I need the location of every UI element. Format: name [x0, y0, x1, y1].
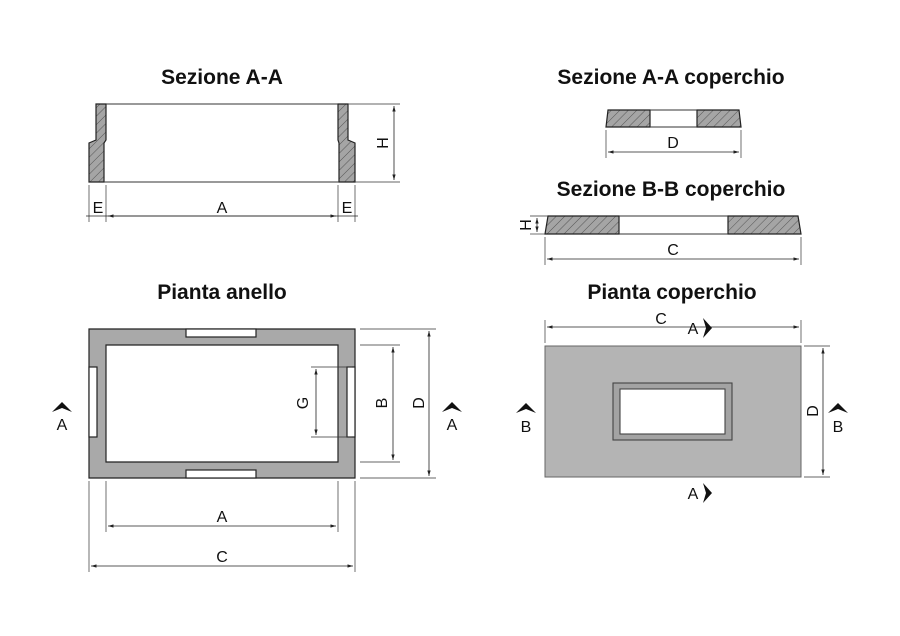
cover-bb-right-slab — [727, 215, 802, 235]
plan-cover-view: C D A A B B — [516, 311, 848, 503]
section-marker-a-bottom-label: A — [688, 486, 699, 503]
title-section-bb-cover: Sezione B-B coperchio — [557, 178, 786, 201]
section-marker-a-top-arrow — [703, 318, 712, 338]
dim-label-c-cover: C — [655, 311, 667, 328]
ring-notch-right — [346, 366, 356, 438]
section-aa-left-wall — [88, 103, 107, 183]
section-bb-cover-view: H C — [518, 215, 802, 265]
title-section-aa-cover: Sezione A-A coperchio — [557, 66, 784, 89]
dim-label-h-cover: H — [518, 219, 535, 231]
plan-ring-view: G B D A C A A — [52, 328, 462, 572]
ring-notch-left — [88, 366, 98, 438]
cover-aa-left-slab — [605, 109, 651, 128]
section-marker-a-right-arrow — [442, 402, 462, 412]
title-plan-cover: Pianta coperchio — [587, 281, 756, 304]
dim-label-d-ring: D — [411, 397, 428, 409]
section-marker-a-left-arrow — [52, 402, 72, 412]
section-marker-b-right-arrow — [828, 403, 848, 413]
title-plan-ring: Pianta anello — [157, 281, 287, 304]
ring-body — [88, 328, 356, 479]
section-marker-a-top-label: A — [688, 321, 699, 338]
dim-label-d-cover: D — [805, 405, 822, 417]
section-aa-cover-view: D — [605, 109, 742, 158]
ring-notch-bottom — [185, 469, 257, 479]
section-aa-view: H E A E — [86, 103, 400, 222]
section-aa-right-wall — [337, 103, 356, 183]
dim-label-c-cover-section: C — [667, 242, 679, 259]
section-marker-b-left-arrow — [516, 403, 536, 413]
ring-notch-top — [185, 328, 257, 338]
section-marker-a-bottom-arrow — [703, 483, 712, 503]
dim-label-e-right: E — [342, 200, 353, 217]
dim-label-a-section: A — [217, 200, 228, 217]
cover-opening — [619, 388, 726, 435]
dim-label-b: B — [374, 398, 391, 409]
dim-label-g: G — [295, 397, 312, 409]
dim-label-d-cover-section: D — [667, 135, 679, 152]
section-marker-a-right-label: A — [447, 417, 458, 434]
title-section-aa: Sezione A-A — [161, 66, 283, 89]
dim-label-h-section: H — [375, 137, 392, 149]
section-marker-a-left-label: A — [57, 417, 68, 434]
dim-label-a-ring: A — [217, 509, 228, 526]
dim-label-c-ring: C — [216, 549, 228, 566]
section-marker-b-right-label: B — [833, 419, 844, 436]
section-marker-b-left-label: B — [521, 419, 532, 436]
cover-aa-right-slab — [696, 109, 742, 128]
cover-bb-left-slab — [544, 215, 620, 235]
dim-label-e-left: E — [93, 200, 104, 217]
